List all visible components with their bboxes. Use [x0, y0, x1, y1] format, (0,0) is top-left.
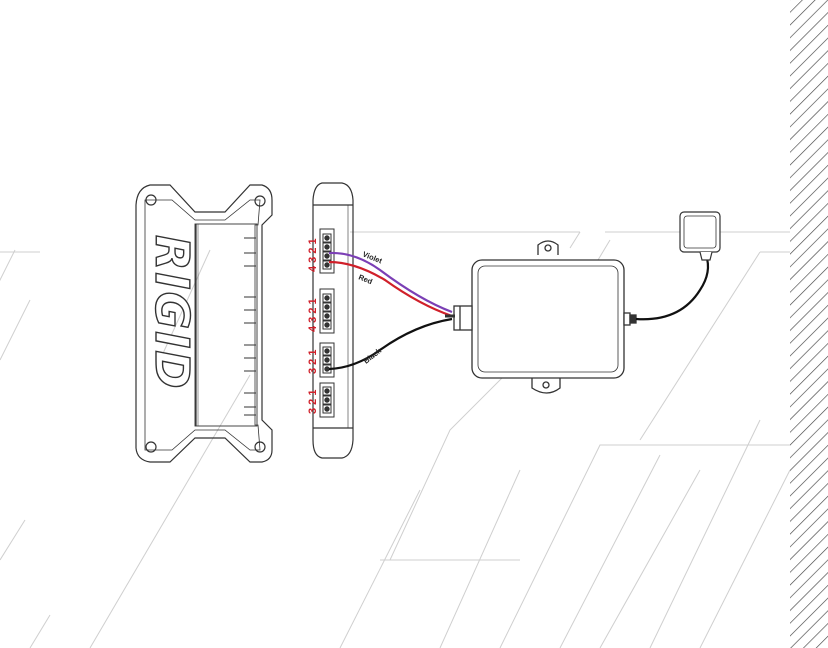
red-wire-label: Red	[357, 273, 374, 287]
background-lines	[0, 232, 790, 648]
connector-2	[320, 289, 334, 333]
port-3-pin-numbers: 3 2 1	[307, 350, 319, 374]
port-2-pin-numbers: 4 3 2 1	[307, 298, 319, 332]
sensor-device	[680, 212, 720, 260]
brand-logo: RIGID	[145, 235, 199, 391]
black-wire	[329, 319, 452, 369]
port-1-pin-numbers: 4 3 2 1	[307, 238, 319, 272]
hatched-border	[790, 0, 828, 648]
connector-3	[320, 343, 334, 377]
violet-wire-label: Violet	[361, 250, 384, 266]
violet-wire	[329, 253, 452, 312]
front-tick-marks	[244, 238, 256, 415]
connector-4	[320, 383, 334, 417]
junction-module	[454, 241, 636, 393]
red-wire	[329, 262, 452, 316]
sensor-cable	[636, 255, 708, 319]
connector-1	[320, 229, 334, 273]
port-4-pin-numbers: 3 2 1	[307, 390, 319, 414]
